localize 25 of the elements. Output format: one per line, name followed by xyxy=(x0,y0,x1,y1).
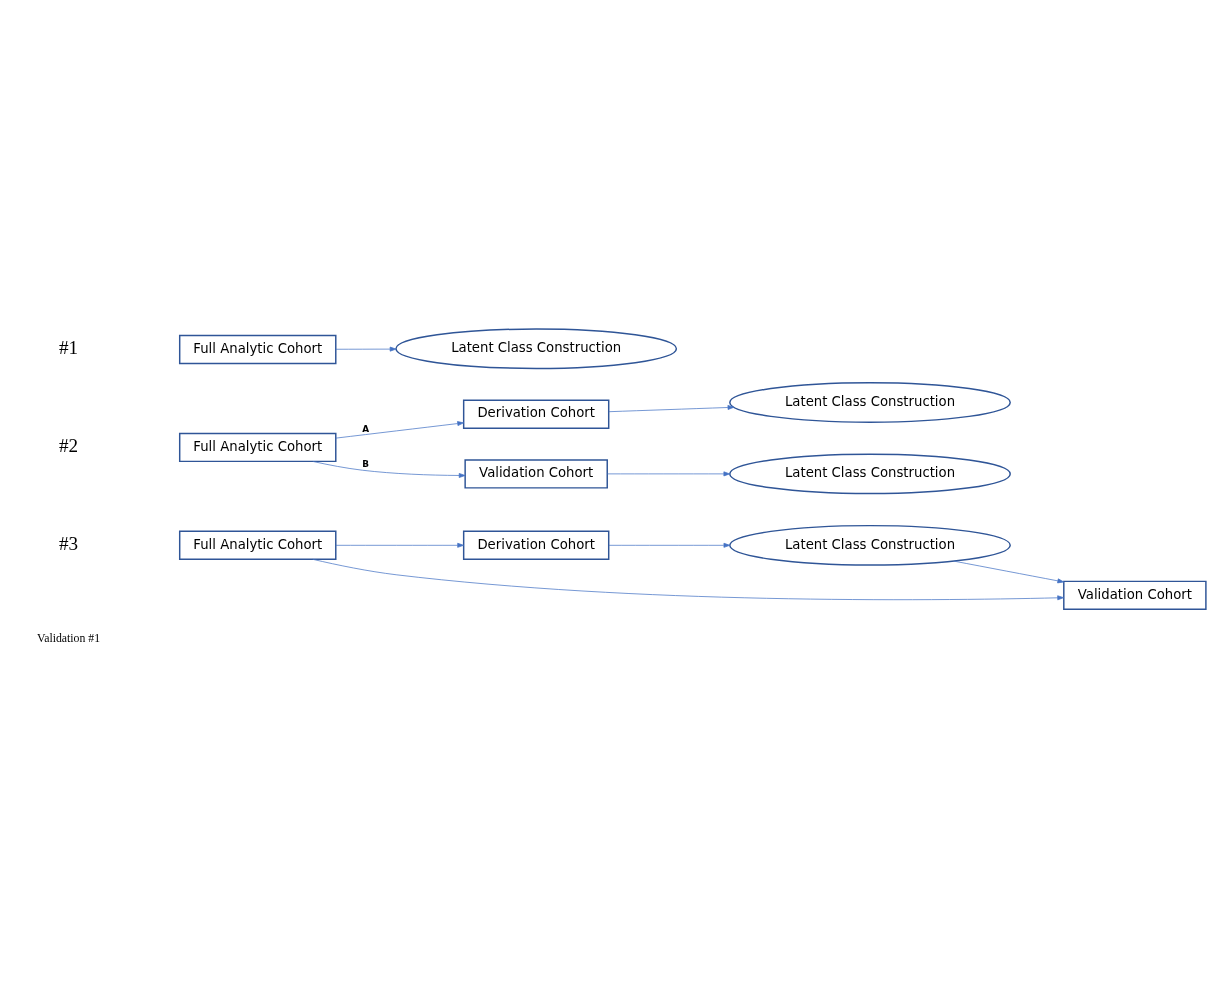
node-box: Full Analytic Cohort xyxy=(178,432,337,463)
node-box: Validation Cohort xyxy=(1063,580,1207,611)
node-box: Derivation Cohort xyxy=(462,399,610,429)
node-box: Validation Cohort xyxy=(464,459,608,489)
label: #2 xyxy=(58,435,79,457)
label: Validation #1 xyxy=(36,631,101,645)
arrow xyxy=(608,405,735,413)
node-box: Full Analytic Cohort xyxy=(178,530,337,561)
node-ellipse: Latent Class Construction xyxy=(729,453,1011,495)
label: #3 xyxy=(58,532,79,554)
arrow xyxy=(312,461,466,478)
arrow xyxy=(608,542,731,548)
arrow xyxy=(312,558,1064,601)
arrow xyxy=(607,471,731,477)
arrow xyxy=(335,421,464,439)
arrow xyxy=(335,346,397,352)
label: #1 xyxy=(58,337,79,359)
node-ellipse: Latent Class Construction xyxy=(729,524,1011,566)
node-ellipse: Latent Class Construction xyxy=(395,328,678,370)
arrow xyxy=(953,560,1065,584)
node-box: Derivation Cohort xyxy=(462,530,610,561)
arrow xyxy=(335,542,464,548)
edge-label: B xyxy=(362,458,370,469)
edge-label: A xyxy=(362,423,370,434)
node-box: Full Analytic Cohort xyxy=(178,334,337,365)
